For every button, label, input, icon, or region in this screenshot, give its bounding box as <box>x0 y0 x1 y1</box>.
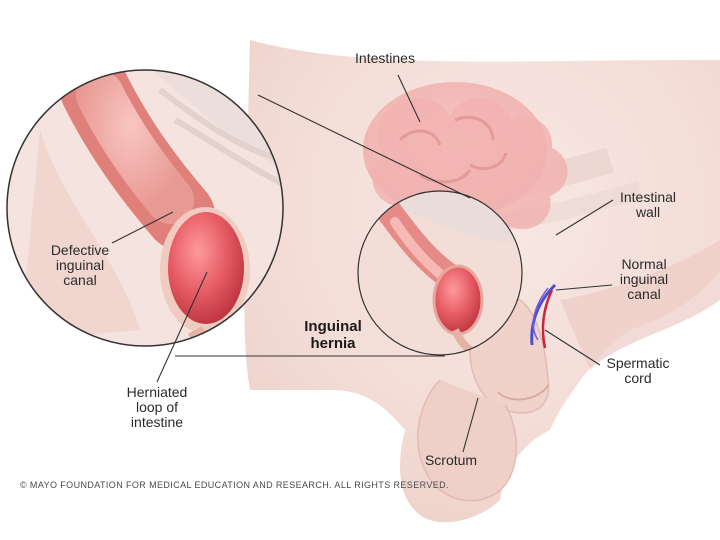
label-intestines-text: Intestines <box>355 50 415 66</box>
label-spermatic-cord: Spermatic cord <box>596 356 680 386</box>
label-normal-line2: inguinal <box>619 271 669 287</box>
label-scrotum-text: Scrotum <box>424 452 478 468</box>
copyright-notice: © MAYO FOUNDATION FOR MEDICAL EDUCATION … <box>20 480 449 490</box>
label-spermatic-line2: cord <box>624 370 652 386</box>
big-magnifier <box>6 69 284 347</box>
label-hernia-line1: Inguinal <box>304 318 362 335</box>
label-defective-inguinal-canal: Defective inguinal canal <box>38 243 122 288</box>
leader-lines <box>111 74 614 453</box>
spermatic-cord <box>530 283 557 349</box>
label-intestinal-wall-line2: wall <box>635 204 661 220</box>
label-defective-line1: Defective <box>50 242 110 258</box>
label-hernia-line2: hernia <box>310 335 356 352</box>
label-intestinal-wall-line1: Intestinal <box>619 189 677 205</box>
label-herniated-line1: Herniated <box>126 384 188 400</box>
label-herniated-line3: intestine <box>130 414 184 430</box>
magnifier-connectors <box>175 94 471 357</box>
label-normal-inguinal-canal: Normal inguinal canal <box>606 257 682 302</box>
label-herniated-line2: loop of <box>135 399 179 415</box>
label-spermatic-line1: Spermatic <box>606 355 670 371</box>
label-scrotum: Scrotum <box>413 453 489 468</box>
label-normal-line3: canal <box>627 286 661 302</box>
label-defective-line3: canal <box>63 272 97 288</box>
label-defective-line2: inguinal <box>55 257 105 273</box>
label-intestinal-wall: Intestinal wall <box>606 190 690 220</box>
label-herniated-loop: Herniated loop of intestine <box>115 385 199 430</box>
label-normal-line1: Normal <box>621 256 667 272</box>
small-magnifier <box>357 190 523 356</box>
label-intestines: Intestines <box>343 51 427 66</box>
label-inguinal-hernia: Inguinal hernia <box>293 318 373 352</box>
genitals <box>417 296 550 502</box>
